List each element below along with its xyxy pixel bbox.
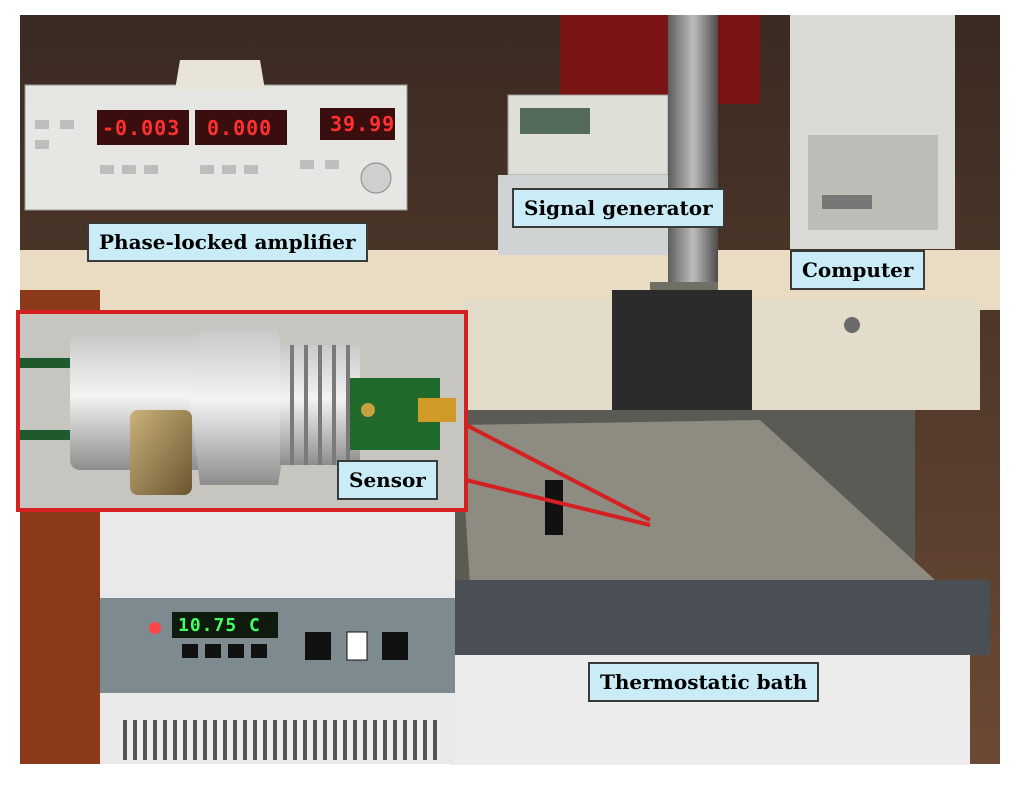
amplifier-readout-1: -0.003 — [102, 116, 181, 140]
amplifier-screen-2 — [195, 110, 287, 145]
sensor-wire-2 — [20, 430, 75, 440]
bath-keypad — [182, 644, 267, 658]
amplifier-screen-3 — [320, 108, 395, 140]
drawer-lock — [844, 317, 860, 333]
sensor-brass-plug — [130, 410, 192, 495]
bath-switch-2 — [346, 631, 368, 661]
bath-handle — [545, 480, 563, 535]
sensor-hex-nut — [190, 330, 292, 485]
red-cabinet — [560, 14, 760, 104]
bath-switch-3 — [382, 632, 408, 660]
sensor-threads — [290, 345, 350, 465]
amplifier-readout-3: 39.99 — [330, 112, 396, 136]
label-signal-generator: Signal generator — [512, 188, 725, 228]
bath-switch-1 — [305, 632, 331, 660]
computer-port — [822, 195, 872, 209]
threaded-rod — [668, 14, 718, 314]
bath-rim — [450, 580, 990, 655]
signal-generator-body — [507, 94, 669, 176]
bath-vents — [120, 720, 440, 760]
bath-temperature-readout: 10.75 C — [178, 615, 261, 636]
pointer-line-top — [465, 423, 651, 522]
sensor-wire-1 — [20, 358, 75, 368]
signal-generator-screen — [520, 108, 590, 134]
bath-plate — [460, 420, 935, 585]
label-computer: Computer — [790, 250, 926, 290]
label-sensor: Sensor — [337, 460, 438, 500]
label-phase-locked-amplifier: Phase-locked amplifier — [87, 222, 368, 262]
amplifier-buttons — [35, 120, 339, 174]
sensor-screw — [361, 403, 375, 417]
weight-block — [175, 60, 265, 90]
bath-power-led — [149, 622, 161, 634]
bath-display-screen — [172, 612, 278, 638]
amplifier-readout-2: 0.000 — [207, 116, 273, 140]
amplifier-knob — [360, 162, 392, 194]
amplifier-screen-1 — [97, 110, 189, 145]
amplifier-body — [24, 84, 408, 211]
sensor-inset-frame — [16, 310, 468, 512]
computer-io-panel — [808, 135, 938, 230]
label-thermostatic-bath: Thermostatic bath — [588, 662, 820, 702]
sensor-chip — [418, 398, 456, 422]
pointer-line-bottom — [465, 478, 651, 527]
